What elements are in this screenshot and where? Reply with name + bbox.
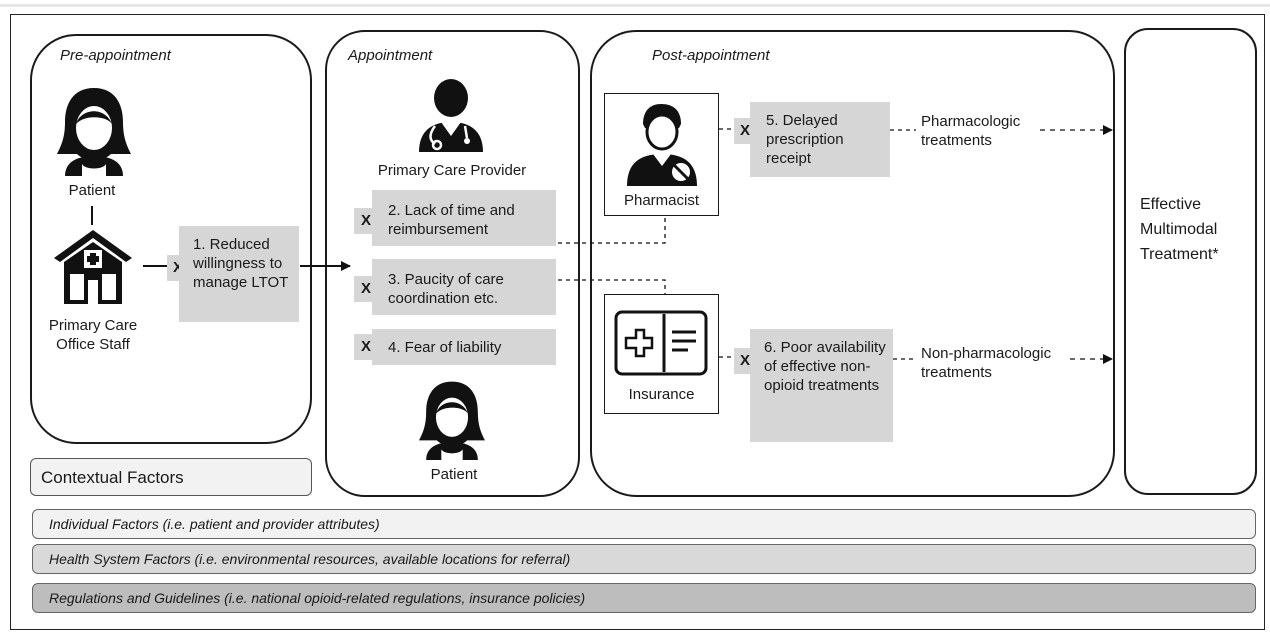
clinic-building-icon xyxy=(54,230,132,304)
barrier-3-box: 3. Paucity of care coordination etc. xyxy=(372,259,556,315)
non-pharmacologic-treatments-label: Non-pharmacologic treatments xyxy=(921,345,1052,381)
outcome-label: Effective Multimodal Treatment* xyxy=(1140,196,1219,263)
patient-label: Patient xyxy=(68,182,116,199)
pre-appointment-title: Pre-appointment xyxy=(60,47,171,64)
post-appointment-title: Post-appointment xyxy=(652,47,770,64)
appointment-title: Appointment xyxy=(348,47,433,64)
barrier-5-box: 5. Delayed prescription receipt xyxy=(750,102,890,177)
outcome-panel xyxy=(1124,28,1257,495)
patient-icon xyxy=(57,88,131,176)
contextual-factors-box: Contextual Factors xyxy=(30,458,312,496)
insurance-box xyxy=(604,294,719,414)
barrier-4-box: 4. Fear of liability xyxy=(372,329,556,365)
provider-label: Primary Care Provider xyxy=(377,162,527,179)
office-staff-label: Primary Care Office Staff xyxy=(48,317,138,353)
barrier-6-box: 6. Poor availability of effective non-op… xyxy=(750,329,893,442)
health-system-factors-bar: Health System Factors (i.e. environmenta… xyxy=(32,544,1256,574)
barrier3-insurance-link xyxy=(558,279,666,294)
barrier-1-box: 1. Reduced willingness to manage LTOT xyxy=(179,226,299,322)
patient-icon xyxy=(419,381,485,460)
insurance-label: Insurance xyxy=(628,386,695,403)
doctor-icon xyxy=(419,79,483,152)
barrier2-pharmacist-link xyxy=(558,216,666,244)
regulations-guidelines-bar: Regulations and Guidelines (i.e. nationa… xyxy=(32,583,1256,613)
pharmacist-icon xyxy=(627,104,697,186)
insurance-card-icon xyxy=(614,310,708,376)
diagram-frame xyxy=(10,14,1265,630)
pharmacologic-treatments-label: Pharmacologic treatments xyxy=(921,113,1021,149)
top-divider xyxy=(0,4,1270,7)
pharmacist-label: Pharmacist xyxy=(623,192,700,209)
barrier-2-box: 2. Lack of time and reimbursement xyxy=(372,190,556,246)
individual-factors-bar: Individual Factors (i.e. patient and pro… xyxy=(32,509,1256,539)
patient-label-appointment: Patient xyxy=(430,466,478,483)
